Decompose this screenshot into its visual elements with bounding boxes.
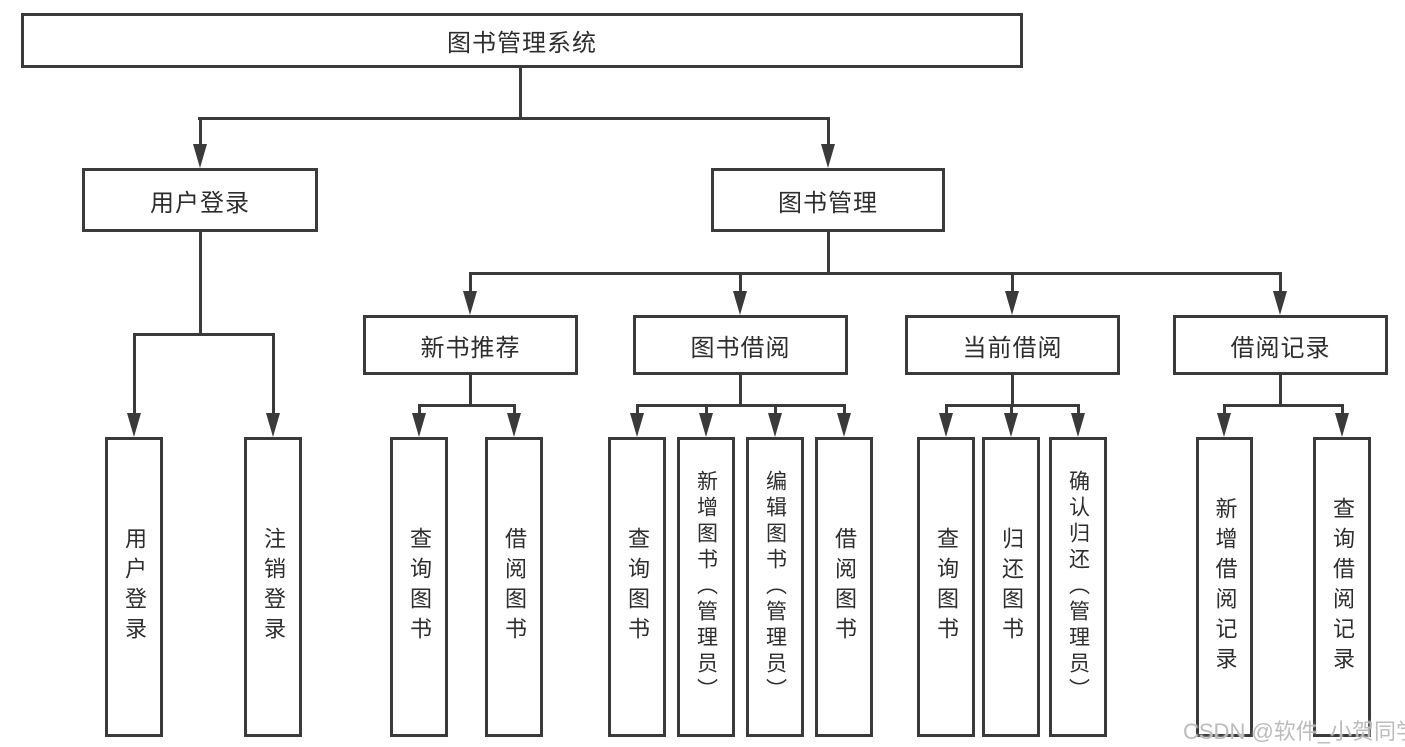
leaf-confirm-return-admin: 确认归还（管理员） — [1049, 437, 1107, 737]
arrow-down-icon — [939, 413, 953, 437]
connector-line — [519, 68, 522, 119]
connector-line — [133, 333, 136, 419]
connector-line — [827, 117, 830, 149]
node-user-login: 用户登录 — [82, 168, 318, 232]
connector-line — [418, 404, 516, 407]
connector-line — [469, 272, 1282, 275]
connector-line — [199, 117, 202, 149]
connector-line — [513, 404, 516, 419]
connector-line — [198, 117, 830, 120]
connector-line — [1223, 404, 1226, 419]
arrow-down-icon — [768, 413, 782, 437]
leaf-query-books-borrow: 查询图书 — [608, 437, 666, 737]
leaf-query-books-recommend: 查询图书 — [390, 437, 448, 737]
leaf-logout: 注销登录 — [244, 437, 302, 737]
connector-line — [133, 333, 274, 336]
connector-line — [1279, 375, 1282, 407]
watermark: CSDN @软件_小贺同学 — [1183, 719, 1405, 744]
connector-line — [272, 333, 275, 419]
arrow-down-icon — [733, 291, 747, 315]
leaf-query-borrow-record: 查询借阅记录 — [1313, 437, 1371, 737]
arrow-down-icon — [412, 413, 426, 437]
connector-line — [739, 375, 742, 407]
connector-line — [843, 404, 846, 419]
arrow-down-icon — [507, 413, 521, 437]
connector-line — [199, 232, 202, 336]
arrow-down-icon — [1335, 413, 1349, 437]
node-book-management: 图书管理 — [711, 168, 945, 232]
arrow-down-icon — [699, 413, 713, 437]
leaf-add-borrow-record: 新增借阅记录 — [1196, 437, 1253, 737]
connector-line — [469, 272, 472, 294]
connector-line — [774, 404, 777, 419]
connector-line — [945, 404, 948, 419]
connector-line — [1011, 375, 1014, 407]
connector-line — [636, 404, 639, 419]
connector-line — [1077, 404, 1080, 419]
leaf-add-book-admin: 新增图书（管理员） — [677, 437, 735, 737]
leaf-user-login: 用户登录 — [105, 437, 163, 737]
arrow-down-icon — [1005, 291, 1019, 315]
connector-line — [1010, 404, 1013, 419]
arrow-down-icon — [1004, 413, 1018, 437]
leaf-query-books-current: 查询图书 — [917, 437, 975, 737]
leaf-return-book: 归还图书 — [982, 437, 1040, 737]
connector-line — [827, 232, 830, 275]
arrow-down-icon — [193, 144, 207, 168]
node-borrowing-records: 借阅记录 — [1173, 315, 1388, 375]
arrow-down-icon — [1071, 413, 1085, 437]
arrow-down-icon — [127, 413, 141, 437]
arrow-down-icon — [821, 144, 835, 168]
arrow-down-icon — [837, 413, 851, 437]
connector-line — [739, 272, 742, 294]
leaf-borrow-books-recommend: 借阅图书 — [485, 437, 543, 737]
node-current-borrowing: 当前借阅 — [905, 315, 1120, 375]
arrow-down-icon — [630, 413, 644, 437]
connector-line — [1011, 272, 1014, 294]
arrow-down-icon — [1217, 413, 1231, 437]
connector-line — [469, 375, 472, 407]
connector-line — [418, 404, 421, 419]
leaf-borrow-books: 借阅图书 — [815, 437, 873, 737]
connector-line — [1223, 404, 1343, 407]
node-new-book-recommend: 新书推荐 — [363, 315, 578, 375]
connector-line — [705, 404, 708, 419]
node-book-borrowing: 图书借阅 — [633, 315, 848, 375]
leaf-edit-book-admin: 编辑图书（管理员） — [746, 437, 804, 737]
arrow-down-icon — [463, 291, 477, 315]
arrow-down-icon — [1273, 291, 1287, 315]
arrow-down-icon — [266, 413, 280, 437]
connector-line — [1279, 272, 1282, 294]
connector-line — [1341, 404, 1344, 419]
connector-line — [636, 404, 846, 407]
node-library-system: 图书管理系统 — [21, 13, 1023, 68]
